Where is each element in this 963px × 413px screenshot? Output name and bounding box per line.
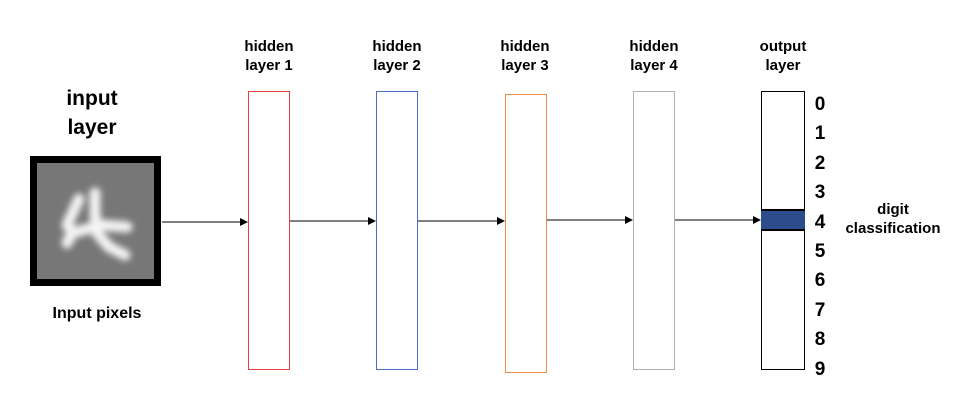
hidden-layer-3-label: hidden layer 3 bbox=[485, 38, 565, 76]
output-layer-label: output layer bbox=[743, 38, 823, 76]
hidden-layer-3-label-line2: layer 3 bbox=[501, 56, 549, 74]
hidden-layer-4-label-line2: layer 4 bbox=[630, 56, 678, 74]
output-digit: 9 bbox=[814, 358, 826, 380]
output-digit: 7 bbox=[814, 299, 826, 321]
hidden-layer-1-box bbox=[248, 91, 290, 370]
digit-classification-label: digit classification bbox=[838, 201, 948, 239]
input-layer-title: input layer bbox=[40, 84, 144, 143]
output-digit: 0 bbox=[814, 94, 826, 115]
output-digit: 2 bbox=[814, 152, 826, 174]
hidden-layer-3-box bbox=[505, 94, 547, 373]
output-digit: 3 bbox=[814, 182, 826, 204]
input-pixels-caption: Input pixels bbox=[52, 305, 142, 322]
output-layer-label-line1: output bbox=[759, 38, 807, 55]
output-digit: 1 bbox=[814, 123, 826, 145]
input-layer-title-line1: input bbox=[66, 87, 118, 110]
output-layer-label-line2: layer bbox=[765, 56, 801, 74]
output-digit: 8 bbox=[814, 329, 826, 351]
output-digit-list: 0 1 2 3 4 5 6 7 8 9 bbox=[808, 90, 832, 384]
hidden-layer-4-box bbox=[633, 91, 675, 370]
hidden-layer-4-label-line1: hidden bbox=[629, 38, 679, 55]
output-highlight-cell bbox=[761, 209, 805, 231]
output-digit: 6 bbox=[814, 270, 826, 292]
hidden-layer-3-label-line1: hidden bbox=[500, 38, 550, 55]
output-digit: 5 bbox=[814, 240, 826, 262]
digit-classification-line2: classification bbox=[845, 219, 941, 237]
hidden-layer-2-label-line2: layer 2 bbox=[373, 56, 421, 74]
hidden-layer-2-label-line1: hidden bbox=[372, 38, 422, 55]
input-layer-title-line2: layer bbox=[67, 116, 117, 140]
hidden-layer-1-label-line1: hidden bbox=[244, 38, 294, 55]
hidden-layer-2-box bbox=[376, 91, 418, 370]
hidden-layer-2-label: hidden layer 2 bbox=[357, 38, 437, 76]
hidden-layer-1-label-line2: layer 1 bbox=[245, 56, 293, 74]
handwritten-digit-icon bbox=[37, 163, 154, 279]
input-digit-image bbox=[30, 156, 161, 286]
hidden-layer-4-label: hidden layer 4 bbox=[614, 38, 694, 76]
hidden-layer-1-label: hidden layer 1 bbox=[229, 38, 309, 76]
output-digit: 4 bbox=[814, 211, 826, 233]
digit-classification-line1: digit bbox=[877, 201, 909, 218]
